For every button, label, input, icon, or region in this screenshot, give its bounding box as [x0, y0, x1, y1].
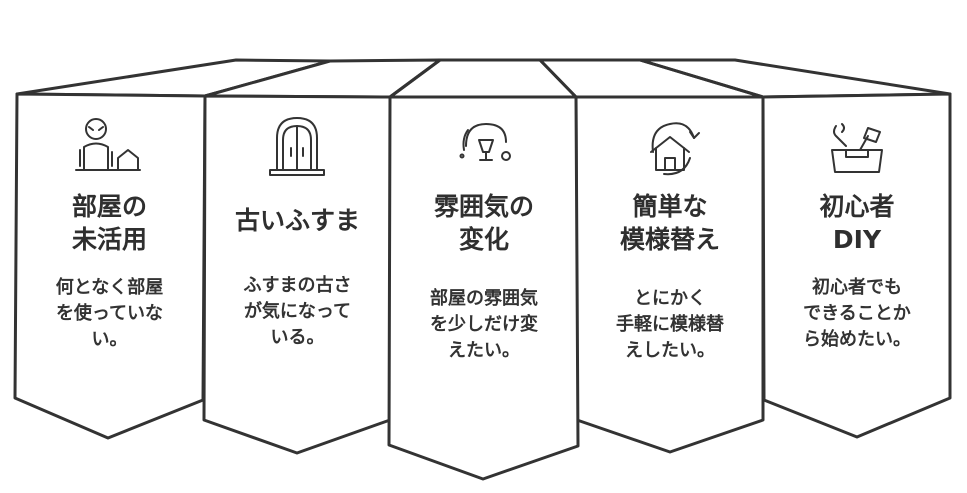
house-refresh-icon	[650, 122, 700, 176]
panel-1-shape	[13, 92, 207, 440]
panel-1-title-line: 部屋の	[71, 192, 147, 221]
panel-5-title-line: 初心者	[819, 192, 895, 221]
panel-5-title: 初心者 DIY	[769, 190, 945, 256]
panel-4-title-line: 模様替え	[619, 225, 720, 254]
panel-5-desc-line: 初心者でも	[812, 277, 902, 298]
panel-3-shape	[387, 95, 580, 481]
panel-3-desc: 部屋の雰囲気 を少しだけ変 えたい。	[395, 286, 573, 364]
lamp-icon	[459, 123, 511, 161]
panel-2-desc-line: いる。	[270, 327, 325, 348]
panel-5-shape	[761, 92, 952, 439]
roof-far-right	[638, 58, 952, 99]
panel-1: 部屋の 未活用 何となく部屋 を使っていな い。	[22, 190, 197, 353]
panel-2-desc-line: が気になって	[243, 301, 352, 322]
panel-2-shape	[202, 94, 392, 455]
panel-5-desc-line: できることか	[803, 303, 911, 324]
roof-right	[538, 58, 765, 99]
panel-5: 初心者 DIY 初心者でも できることか ら始めたい。	[769, 190, 945, 353]
panel-2-desc: ふすまの古さ が気になって いる。	[210, 273, 385, 351]
fusuma-door-icon	[269, 117, 325, 176]
panel-5-desc: 初心者でも できることか ら始めたい。	[769, 275, 945, 353]
panel-4: 簡単な 模様替え とにかく 手軽に模様替 えしたい。	[582, 190, 758, 364]
panel-3-title-line: 変化	[458, 225, 509, 254]
panel-5-desc-line: ら始めたい。	[803, 329, 911, 350]
panel-2-title-line: 古いふすま	[234, 206, 360, 235]
panel-4-desc-line: 手軽に模様替	[616, 314, 724, 335]
panel-4-title: 簡単な 模様替え	[582, 190, 758, 256]
panel-3-title-line: 雰囲気の	[433, 192, 534, 221]
panel-3-desc-line: を少しだけ変	[430, 314, 538, 335]
panel-3-desc-line: えたい。	[448, 340, 520, 361]
panel-1-desc-line: 何となく部屋	[55, 277, 164, 298]
roof-center	[203, 58, 442, 99]
panel-2: 古いふすま ふすまの古さ が気になって いる。	[210, 204, 385, 351]
panel-2-title: 古いふすま	[210, 204, 385, 237]
tools-icon	[831, 123, 883, 173]
panel-4-desc-line: えしたい。	[625, 340, 715, 361]
panel-1-desc: 何となく部屋 を使っていな い。	[22, 275, 197, 353]
panel-3-desc-line: 部屋の雰囲気	[430, 288, 538, 309]
panel-5-title-line: DIY	[832, 225, 882, 254]
panel-4-title-line: 簡単な	[632, 192, 708, 221]
panel-4-desc-line: とにかく	[634, 288, 706, 309]
panel-1-title: 部屋の 未活用	[22, 190, 197, 256]
panel-3: 雰囲気の 変化 部屋の雰囲気 を少しだけ変 えたい。	[395, 190, 573, 364]
panel-3-title: 雰囲気の 変化	[395, 190, 573, 256]
panel-1-desc-line: を使っていな	[55, 303, 164, 324]
person-house-icon	[75, 118, 141, 171]
panel-1-title-line: 未活用	[71, 225, 147, 254]
panel-2-desc-line: ふすまの古さ	[243, 275, 352, 296]
panel-1-desc-line: い。	[91, 329, 128, 350]
panel-4-desc: とにかく 手軽に模様替 えしたい。	[582, 286, 758, 364]
